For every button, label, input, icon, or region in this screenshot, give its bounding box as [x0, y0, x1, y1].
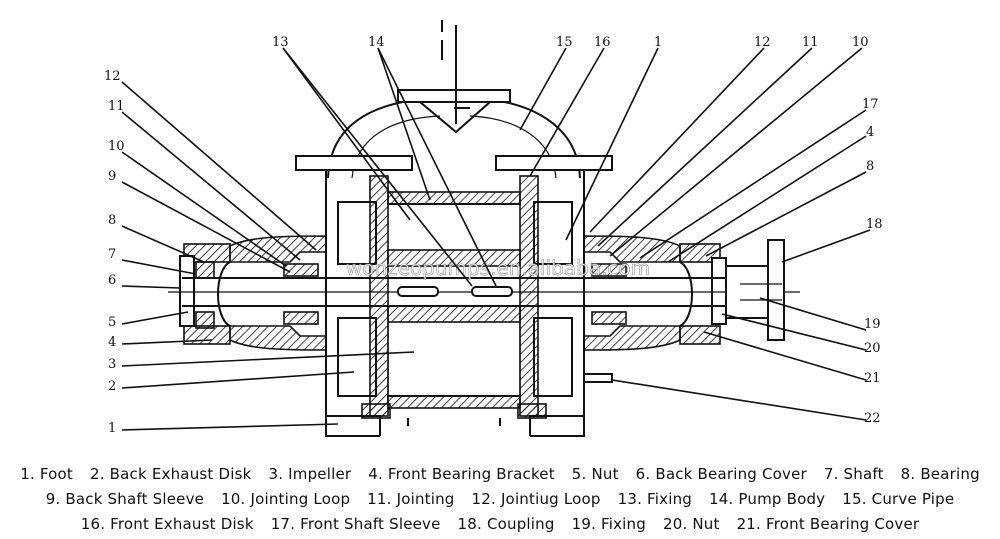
legend-item: 16. Front Exhaust Disk	[80, 515, 254, 533]
legend-line-1: 1. Foot 2. Back Exhaust Disk 3. Impeller…	[0, 462, 1000, 487]
legend-item: 17. Front Shaft Sleeve	[270, 515, 441, 533]
parts-legend: 1. Foot 2. Back Exhaust Disk 3. Impeller…	[0, 462, 1000, 537]
callout-9: 9	[108, 169, 116, 184]
legend-item: 12. Jointiug Loop	[471, 490, 601, 508]
legend-item: 21. Front Bearing Cover	[736, 515, 920, 533]
callout-17: 17	[862, 97, 879, 112]
callout-18: 18	[866, 217, 883, 232]
legend-item: 7. Shaft	[823, 465, 884, 483]
pump-body	[325, 175, 585, 436]
callout-8-right: 8	[866, 159, 874, 174]
callout-21: 21	[864, 371, 881, 386]
legend-item: 1. Foot	[20, 465, 74, 483]
callout-19: 19	[864, 317, 881, 332]
callout-12-left: 12	[104, 69, 121, 84]
callout-1-top: 1	[654, 35, 662, 50]
callout-6: 6	[108, 273, 116, 288]
right-bearing-housing	[583, 235, 727, 351]
callout-16: 16	[594, 35, 611, 50]
legend-item: 13. Fixing	[617, 490, 693, 508]
watermark-text: wonzeopumps.en.alibaba.com	[346, 256, 650, 280]
legend-item: 11. Jointing	[367, 490, 455, 508]
callout-10-left: 10	[108, 139, 125, 154]
callout-11-right: 11	[802, 35, 819, 50]
legend-item: 19. Fixing	[571, 515, 646, 533]
callout-3: 3	[108, 357, 116, 372]
legend-item: 9. Back Shaft Sleeve	[45, 490, 205, 508]
callout-12-right: 12	[754, 35, 771, 50]
callout-4-right: 4	[866, 125, 874, 140]
legend-item: 4. Front Bearing Bracket	[368, 465, 555, 483]
legend-item: 6. Back Bearing Cover	[635, 465, 807, 483]
callout-5: 5	[108, 315, 116, 330]
legend-item: 20. Nut	[662, 515, 720, 533]
legend-item: 15. Curve Pipe	[842, 490, 955, 508]
callout-10-right: 10	[852, 35, 869, 50]
legend-item: 2. Back Exhaust Disk	[89, 465, 252, 483]
left-bearing-housing	[179, 235, 327, 351]
center-axis-mark	[441, 20, 457, 62]
legend-item: 3. Impeller	[268, 465, 352, 483]
callout-13: 13	[272, 35, 289, 50]
leader-lines	[121, 47, 871, 431]
legend-line-2: 9. Back Shaft Sleeve 10. Jointing Loop 1…	[0, 487, 1000, 512]
foot	[325, 403, 585, 437]
legend-item: 18. Coupling	[457, 515, 555, 533]
callout-15: 15	[556, 35, 573, 50]
callout-8-left: 8	[108, 213, 116, 228]
callout-labels: 13 14 15 16 1 12 11 10 17 4 8 18 12 11 1…	[104, 35, 883, 436]
callout-11-left: 11	[108, 99, 125, 114]
legend-item: 14. Pump Body	[708, 490, 826, 508]
pump-cross-section-diagram: wonzeopumps.en.alibaba.com 13	[104, 20, 883, 437]
callout-4-left: 4	[108, 335, 116, 350]
callout-1-left: 1	[108, 421, 116, 436]
top-flanges	[295, 155, 613, 192]
fixing-pin	[583, 373, 613, 383]
callout-22: 22	[864, 411, 881, 426]
callout-7: 7	[108, 247, 116, 262]
legend-item: 10. Jointing Loop	[221, 490, 351, 508]
coupling	[725, 239, 785, 341]
legend-item: 8. Bearing	[900, 465, 980, 483]
legend-line-3: 16. Front Exhaust Disk 17. Front Shaft S…	[0, 512, 1000, 537]
callout-20: 20	[864, 341, 881, 356]
shaft	[168, 277, 800, 307]
callout-14: 14	[368, 35, 385, 50]
callout-2: 2	[108, 379, 116, 394]
legend-item: 5. Nut	[571, 465, 619, 483]
